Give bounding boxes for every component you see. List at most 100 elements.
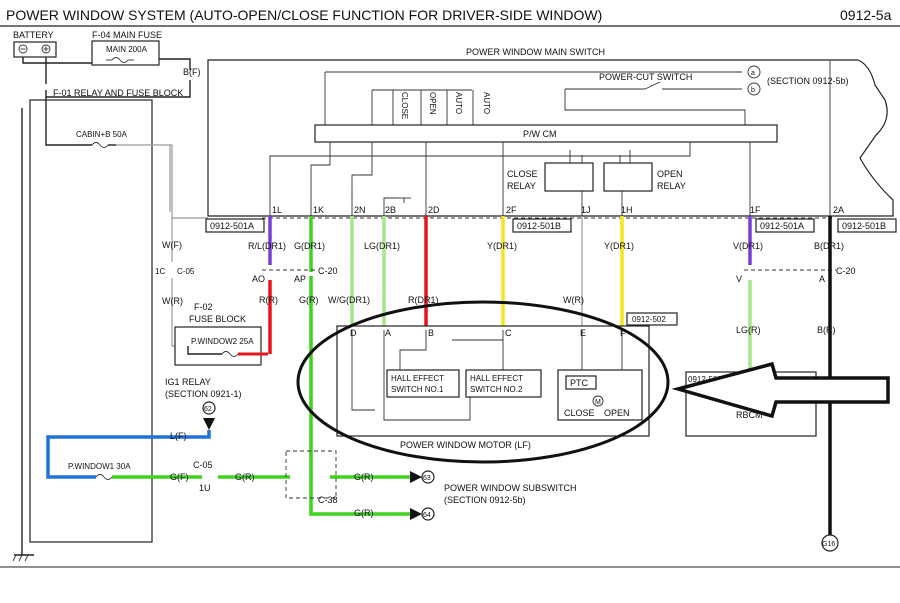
pin-1k: 1K xyxy=(313,205,324,215)
motor-close: CLOSE xyxy=(564,408,595,418)
power-cut-label: POWER-CUT SWITCH xyxy=(599,72,692,82)
wire-rr: R(R) xyxy=(259,295,278,305)
highlight-oval xyxy=(296,300,670,464)
c05-pin: 1C xyxy=(155,267,165,276)
terminal-a xyxy=(747,65,761,79)
motor-open: OPEN xyxy=(604,408,630,418)
wire-bf: B(F) xyxy=(183,67,201,77)
fuse-cabin-label: CABIN+B 50A xyxy=(76,130,128,139)
pin-1f: 1F xyxy=(750,205,761,215)
wire-lf: L(F) xyxy=(170,431,187,441)
wire-br: B(R) xyxy=(817,325,836,335)
svg-text:64: 64 xyxy=(423,512,431,519)
open-relay-1: OPEN xyxy=(657,169,683,179)
open-relay-2: RELAY xyxy=(657,181,686,191)
wire-wr-dr1: W(R) xyxy=(563,295,584,305)
conn-501a-left: 0912-501A xyxy=(210,221,254,231)
svg-text:a: a xyxy=(751,70,755,77)
label-ap: AP xyxy=(294,274,306,284)
wire-g-dr1: G(DR1) xyxy=(294,241,325,251)
main-fuse-rating: MAIN 200A xyxy=(106,45,148,54)
fuse-block-f02: F-02 FUSE BLOCK P.WINDOW2 25A xyxy=(174,302,262,366)
pointer-arrow xyxy=(671,361,890,419)
ig1-title: IG1 RELAY xyxy=(165,377,211,387)
subswitch-title: POWER WINDOW SUBSWITCH xyxy=(444,483,577,493)
pin-2n: 2N xyxy=(354,205,366,215)
pin-2b: 2B xyxy=(385,205,396,215)
page-title: POWER WINDOW SYSTEM (AUTO-OPEN/CLOSE FUN… xyxy=(6,7,602,23)
label-c38: C-38 xyxy=(318,495,338,505)
main-switch-title: POWER WINDOW MAIN SWITCH xyxy=(466,47,605,57)
pw-cm-label: P/W CM xyxy=(523,129,557,139)
battery-label: BATTERY xyxy=(13,30,54,40)
rbcm-label: RBCM xyxy=(736,410,763,420)
subswitch-section: (SECTION 0912-5b) xyxy=(444,495,526,505)
main-switch: POWER WINDOW MAIN SWITCH POWER-CUT SWITC… xyxy=(207,47,894,217)
wire-wg-dr1: W/G(DR1) xyxy=(328,295,370,305)
wire-gr4: G(R) xyxy=(354,508,374,518)
label-1u: 1U xyxy=(199,483,211,493)
wire-b-dr1: B(DR1) xyxy=(814,241,844,251)
fuse-pw1-label: P.WINDOW1 30A xyxy=(68,462,131,471)
hall1-line1: HALL EFFECT xyxy=(391,374,444,383)
wire-v-dr1: V(DR1) xyxy=(733,241,763,251)
svg-text:M: M xyxy=(595,399,601,406)
pin-c: C xyxy=(505,328,512,338)
chassis-ground xyxy=(12,554,34,562)
pin-1j: 1J xyxy=(581,205,591,215)
pin-f: F xyxy=(620,328,626,338)
svg-text:G16: G16 xyxy=(822,541,835,548)
battery: BATTERY xyxy=(13,30,57,58)
ig1-section: (SECTION 0921-1) xyxy=(165,389,242,399)
close-relay-1: CLOSE xyxy=(507,169,538,179)
wire-gr2: G(R) xyxy=(235,472,255,482)
svg-text:b: b xyxy=(751,87,755,94)
c05-label: C-05 xyxy=(177,267,195,276)
main-fuse-title: F-04 MAIN FUSE xyxy=(92,30,162,40)
pin-d: D xyxy=(350,328,357,338)
switch-open: OPEN xyxy=(428,92,437,115)
ig1-relay: IG1 RELAY (SECTION 0921-1) 62 xyxy=(165,377,242,430)
wire-lg-dr1: LG(DR1) xyxy=(364,241,400,251)
pin-2f: 2F xyxy=(506,205,517,215)
wire-lgr: LG(R) xyxy=(736,325,761,335)
pin-1l: 1L xyxy=(272,205,282,215)
label-c05b: C-05 xyxy=(193,460,213,470)
relay-fuse-block: F-01 RELAY AND FUSE BLOCK CABIN+B 50A P.… xyxy=(29,88,183,543)
wire-wf: W(F) xyxy=(162,240,182,250)
f02-title-1: F-02 xyxy=(194,302,213,312)
page-code: 0912-5a xyxy=(840,7,892,23)
motor-title: POWER WINDOW MOTOR (LF) xyxy=(400,440,531,450)
wire-wr: W(R) xyxy=(162,296,183,306)
conn-501a-right: 0912-501A xyxy=(760,221,804,231)
hall2-line1: HALL EFFECT xyxy=(470,374,523,383)
svg-text:63: 63 xyxy=(423,475,431,482)
label-ao: AO xyxy=(252,274,265,284)
pin-2d: 2D xyxy=(428,205,440,215)
pin-e: E xyxy=(580,328,586,338)
conn-502: 0912-502 xyxy=(632,315,666,324)
pin-2a: 2A xyxy=(833,205,844,215)
svg-text:62: 62 xyxy=(204,406,212,413)
wire-r-dr1: R(DR1) xyxy=(408,295,439,305)
close-relay-2: RELAY xyxy=(507,181,536,191)
wire-gr: G(R) xyxy=(299,295,319,305)
ptc-label: PTC xyxy=(570,378,589,388)
main-fuse: F-04 MAIN FUSE MAIN 200A xyxy=(91,30,162,66)
wire-rl-dr1: R/L(DR1) xyxy=(248,241,286,251)
f02-fuse: P.WINDOW2 25A xyxy=(191,337,254,346)
label-c20: C-20 xyxy=(318,266,338,276)
wire-gf: G(F) xyxy=(170,472,189,482)
wire-gr3: G(R) xyxy=(354,472,374,482)
hall1-line2: SWITCH NO.1 xyxy=(391,385,444,394)
pin-1h: 1H xyxy=(621,205,633,215)
connector-refs: 0912-501A 0912-501B 0912-501A 0912-501B … xyxy=(205,217,897,326)
switch-close: CLOSE xyxy=(400,92,409,119)
hall2-line2: SWITCH NO.2 xyxy=(470,385,523,394)
terminal-b xyxy=(747,82,761,96)
wire-y-dr1-b: Y(DR1) xyxy=(604,241,634,251)
relay-block-title: F-01 RELAY AND FUSE BLOCK xyxy=(53,88,183,98)
switch-auto-2: AUTO xyxy=(482,92,491,114)
f02-title-2: FUSE BLOCK xyxy=(189,314,246,324)
